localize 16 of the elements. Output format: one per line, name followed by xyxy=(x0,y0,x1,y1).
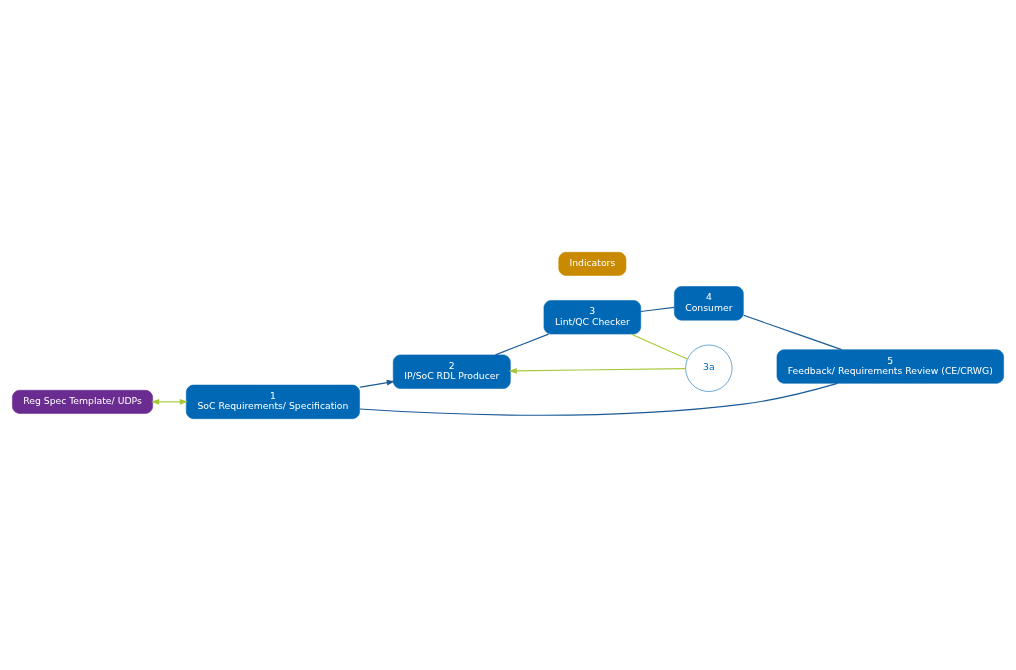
connector xyxy=(630,333,688,360)
arrow xyxy=(359,379,395,388)
node-box: Reg Spec Template/ UDPs xyxy=(12,389,153,414)
arrow xyxy=(508,367,686,374)
arrow xyxy=(151,398,188,405)
node-circle: 3a xyxy=(685,344,733,392)
node-box: 1 SoC Requirements/ Specification xyxy=(186,384,360,419)
node-box: 4 Consumer xyxy=(674,285,744,320)
connector xyxy=(742,314,843,350)
connector xyxy=(359,382,839,416)
connector xyxy=(494,333,550,355)
node-box: 3 Lint/QC Checker xyxy=(543,299,642,334)
node-box: 5 Feedback/ Requirements Review (CE/CRWG) xyxy=(776,348,1004,384)
node-box: 2 IP/SoC RDL Producer xyxy=(392,354,511,389)
node-box: Indicators xyxy=(558,251,627,276)
connector xyxy=(640,306,675,312)
